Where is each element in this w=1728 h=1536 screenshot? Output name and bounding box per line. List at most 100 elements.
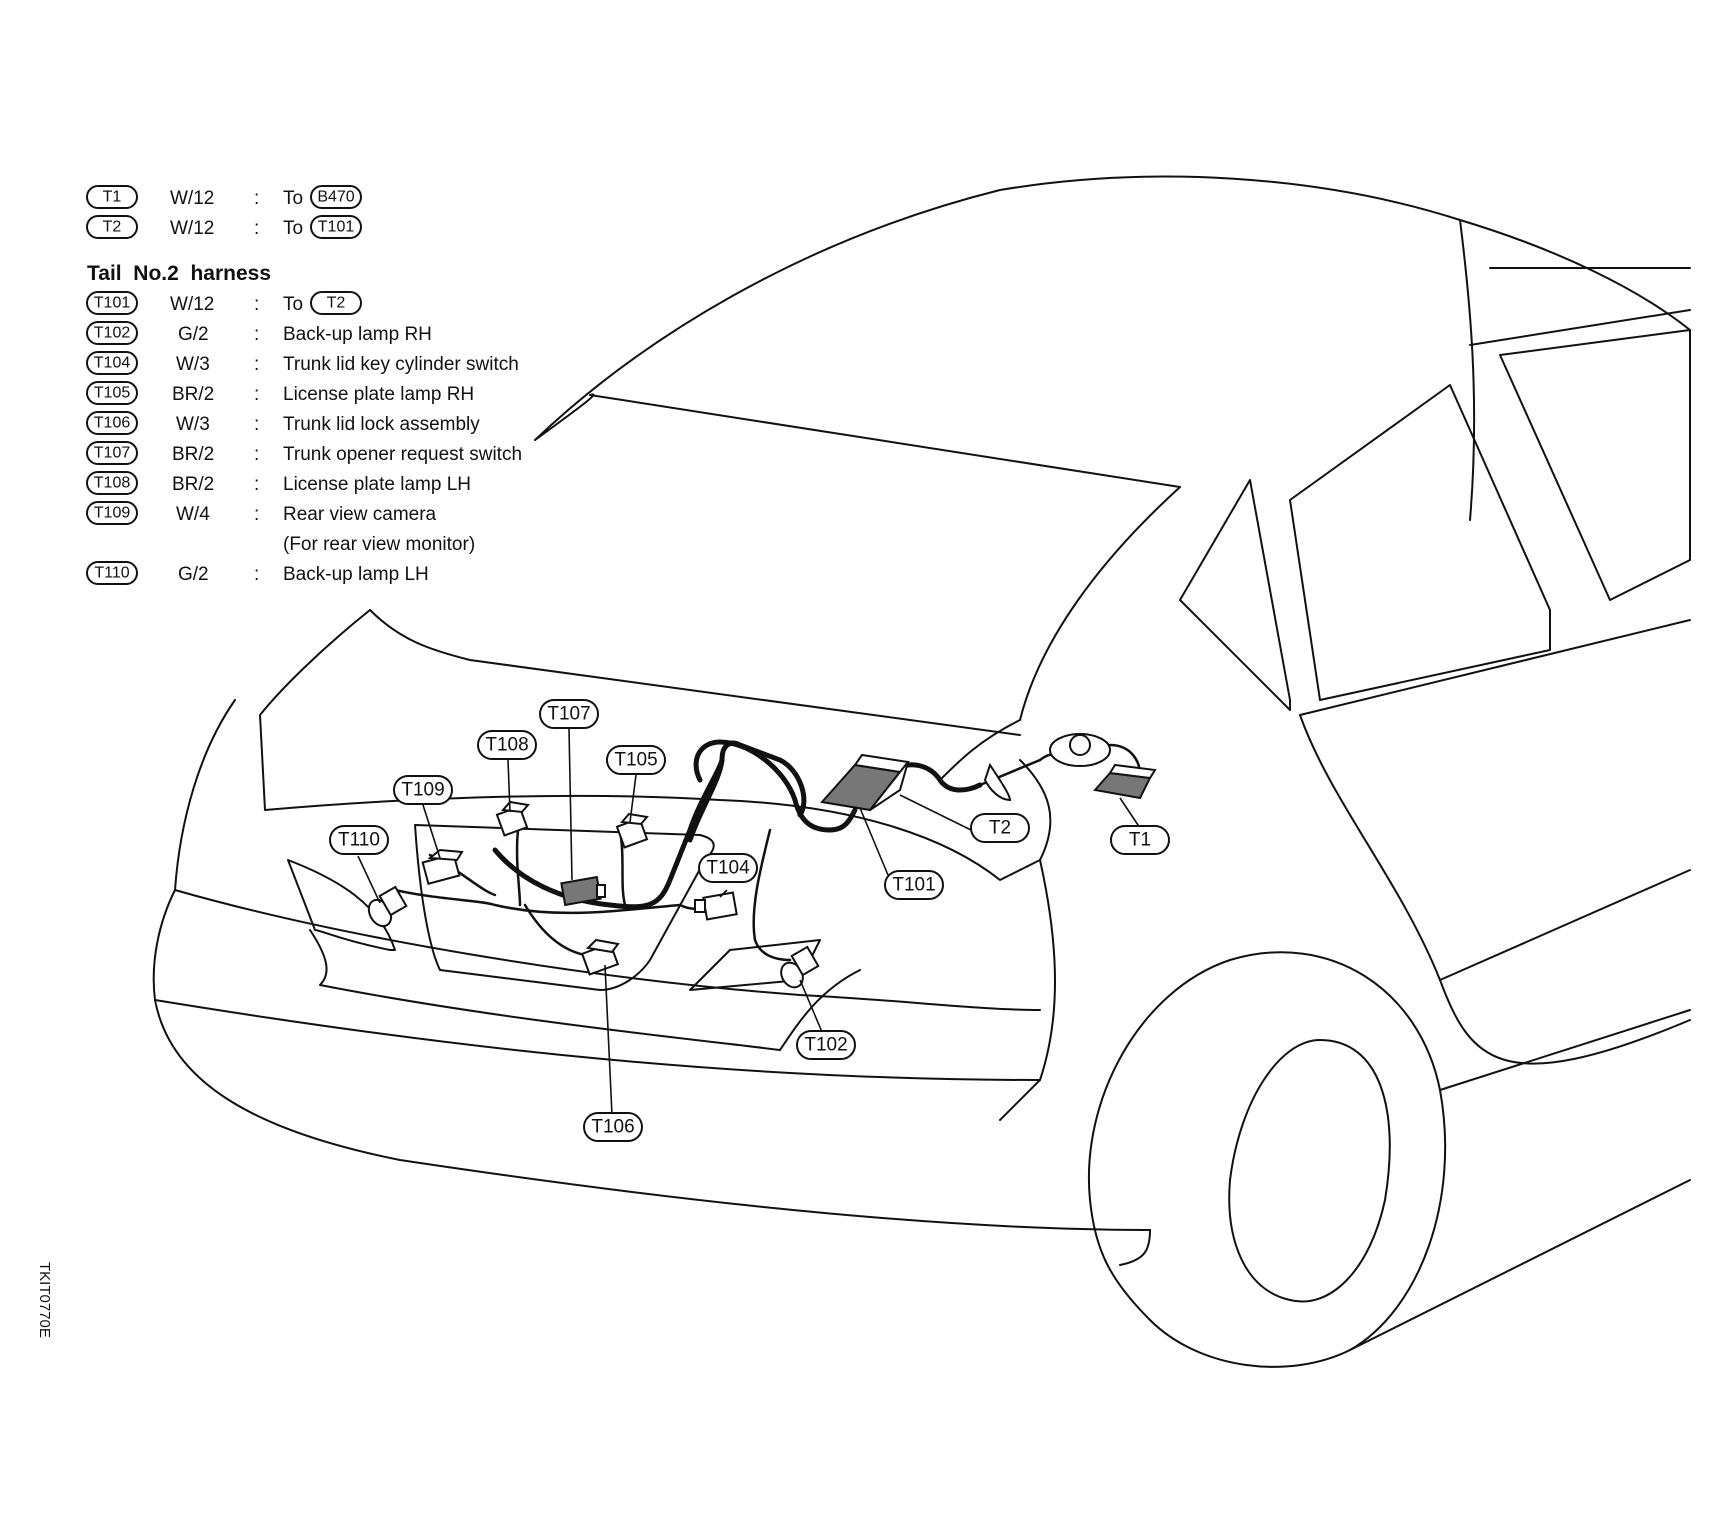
legend-row-t102: T102 G/2 : Back-up lamp RH <box>86 321 432 345</box>
connector-badge <box>86 441 138 465</box>
target-badge <box>310 215 362 239</box>
target-id: B470 <box>317 189 354 206</box>
callout-label: T110 <box>338 830 380 851</box>
connector-spec: W/4 <box>176 504 210 525</box>
connector-id: T2 <box>103 219 122 236</box>
connector-t105 <box>615 812 649 849</box>
target-id: T101 <box>318 219 355 236</box>
callout-t104: T104 <box>698 853 758 883</box>
connector-description: License plate lamp RH <box>283 384 474 405</box>
figure-code: TKIT0770E <box>36 1262 53 1338</box>
harness-title: Tail No.2 harness <box>87 262 271 285</box>
connector-t1 <box>1093 763 1157 800</box>
connector-spec: W/3 <box>176 354 210 375</box>
connector-spec: W/12 <box>170 188 214 209</box>
callouts: T107 T108 T105 T109 T110 T104 T2 T1 <box>329 699 1170 1142</box>
callout-t2: T2 <box>970 813 1030 843</box>
connector-description: License plate lamp LH <box>283 474 471 495</box>
connector-t107 <box>560 875 606 907</box>
separator: : <box>254 414 259 435</box>
connector-id: T102 <box>94 325 131 342</box>
callout-label: T107 <box>547 704 590 725</box>
connector-spec: G/2 <box>178 564 209 585</box>
connector-id: T108 <box>94 475 131 492</box>
callout-t107: T107 <box>539 699 599 729</box>
legend-row-t2: T2 W/12 : To T101 <box>86 215 362 239</box>
connector-id: T109 <box>94 505 131 522</box>
lamp-socket-t110 <box>367 885 408 928</box>
legend-row-t101: T101 W/12 : To T2 <box>86 291 362 315</box>
separator: : <box>254 188 259 209</box>
connector-shapes <box>367 733 1157 989</box>
connector-id: T110 <box>94 565 129 582</box>
connector-id: T105 <box>94 385 131 402</box>
harness-wiring <box>393 739 1142 962</box>
separator: : <box>254 324 259 345</box>
connector-spec: G/2 <box>178 324 209 345</box>
callout-label: T109 <box>401 780 444 801</box>
legend-row-t106: T106 W/3 : Trunk lid lock assembly <box>86 411 480 435</box>
callout-label: T105 <box>614 750 657 771</box>
connector-spec: W/12 <box>170 294 214 315</box>
connector-spec: W/12 <box>170 218 214 239</box>
connector-id: T104 <box>94 355 131 372</box>
connector-badge <box>86 291 138 315</box>
connector-id: T106 <box>94 415 131 432</box>
connector-note: (For rear view monitor) <box>283 534 475 555</box>
connector-description: Trunk lid key cylinder switch <box>283 354 519 375</box>
separator: : <box>254 504 259 525</box>
connector-description: Rear view camera <box>283 504 437 525</box>
callout-label: T108 <box>485 735 528 756</box>
target-badge <box>310 291 362 315</box>
connector-spec: BR/2 <box>172 444 214 465</box>
target-id: T2 <box>327 295 346 312</box>
separator: : <box>254 218 259 239</box>
car-outline <box>152 175 1691 1368</box>
connector-id: T1 <box>103 189 122 206</box>
legend-row-t105: T105 BR/2 : License plate lamp RH <box>86 381 474 405</box>
separator: : <box>254 444 259 465</box>
legend-row-t109: T109 W/4 : Rear view camera (For rear vi… <box>86 501 475 555</box>
connector-badge <box>86 351 138 375</box>
callout-label: T104 <box>706 858 750 879</box>
callout-t108: T108 <box>477 730 537 760</box>
callout-t105: T105 <box>606 745 666 775</box>
to-label: To <box>283 188 303 209</box>
separator: : <box>254 564 259 585</box>
connector-badge <box>86 411 138 435</box>
callout-t102: T102 <box>796 1030 856 1060</box>
connector-badge <box>86 321 138 345</box>
legend-row-t110: T110 G/2 : Back-up lamp LH <box>86 561 429 585</box>
connector-badge <box>86 215 138 239</box>
callout-label: T2 <box>989 818 1011 839</box>
target-badge <box>310 185 362 209</box>
callout-label: T106 <box>591 1117 634 1138</box>
callout-t109: T109 <box>393 775 453 805</box>
connector-description: Back-up lamp LH <box>283 564 429 585</box>
connector-spec: BR/2 <box>172 474 214 495</box>
legend-row-t104: T104 W/3 : Trunk lid key cylinder switch <box>86 351 519 375</box>
connector-badge <box>86 471 138 495</box>
legend-row-t107: T107 BR/2 : Trunk opener request switch <box>86 441 522 465</box>
connector-spec: W/3 <box>176 414 210 435</box>
connector-description: Trunk opener request switch <box>283 444 522 465</box>
connector-t104 <box>694 891 738 921</box>
legend: T1 W/12 : To B470 T2 W/12 : To T101 Tail… <box>86 185 522 585</box>
separator: : <box>254 474 259 495</box>
separator: : <box>254 294 259 315</box>
legend-row-t108: T108 BR/2 : License plate lamp LH <box>86 471 471 495</box>
connector-id: T107 <box>94 445 131 462</box>
connector-badge <box>86 561 138 585</box>
connector-badge <box>86 501 138 525</box>
legend-row-t1: T1 W/12 : To B470 <box>86 185 362 209</box>
connector-badge <box>86 185 138 209</box>
connector-badge <box>86 381 138 405</box>
callout-label: T101 <box>892 875 935 896</box>
callout-t110: T110 <box>329 825 389 855</box>
callout-t101: T101 <box>884 870 944 900</box>
connector-t108 <box>495 800 530 837</box>
separator: : <box>254 384 259 405</box>
to-label: To <box>283 294 303 315</box>
callout-label: T102 <box>804 1035 847 1056</box>
